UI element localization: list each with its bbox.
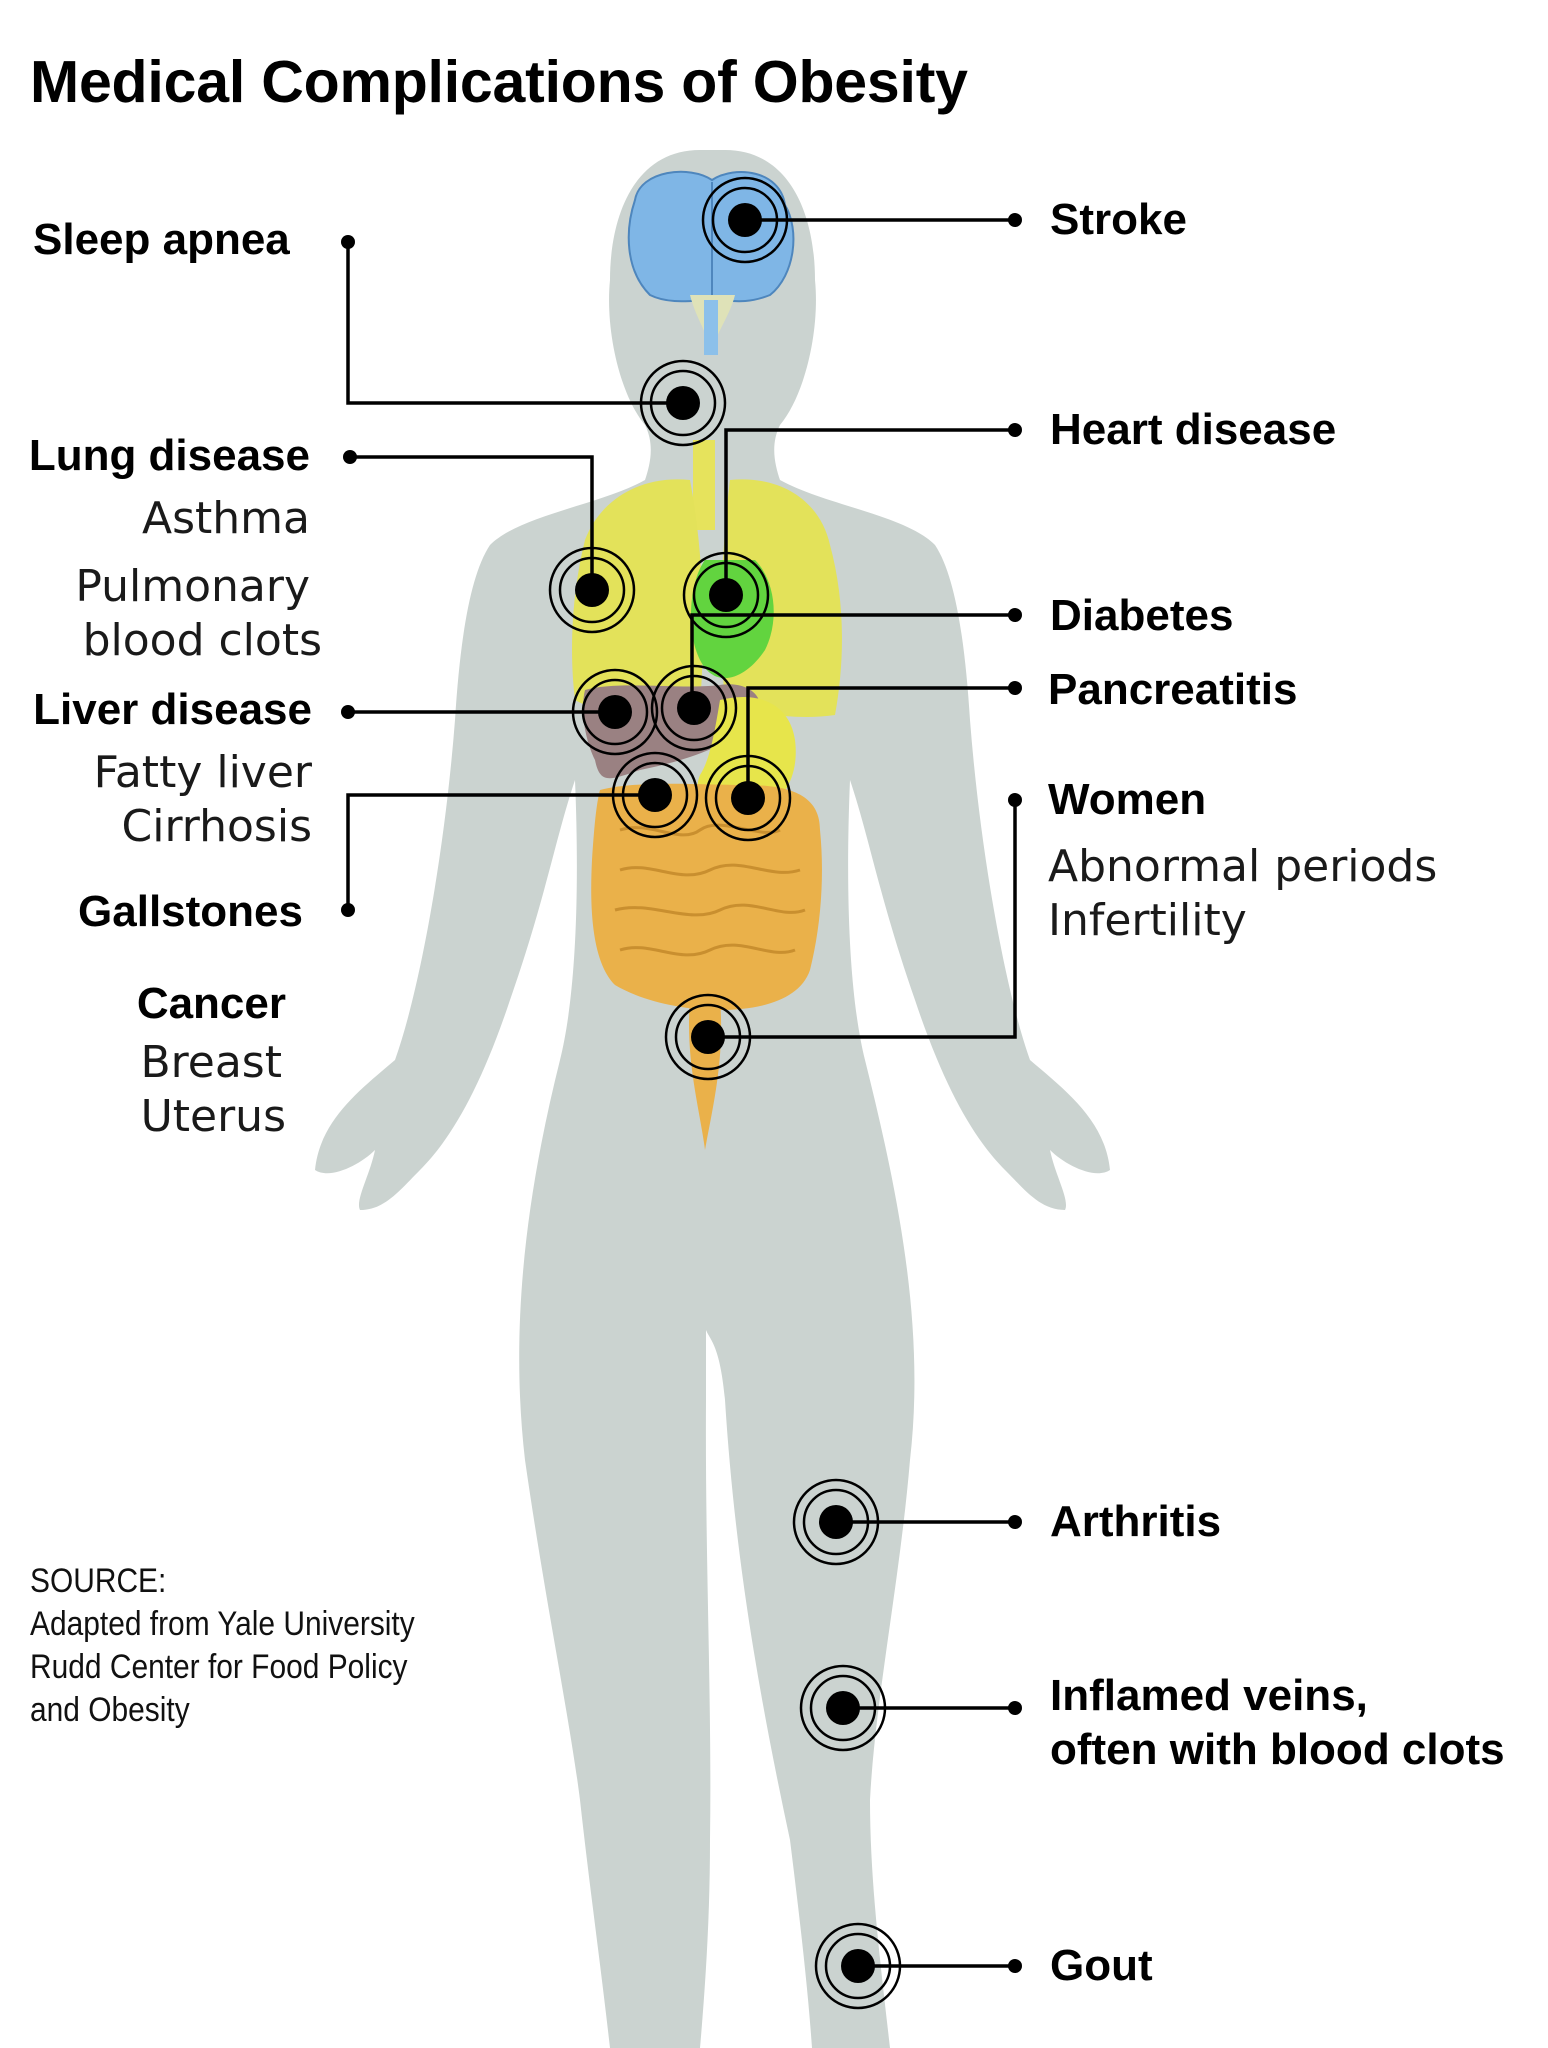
marker-arthritis: [792, 1478, 880, 1566]
connector-lines: [346, 218, 1017, 1968]
marker-veins: [799, 1664, 887, 1752]
marker-heart: [682, 551, 770, 639]
trachea: [693, 440, 715, 530]
source-line-3: Rudd Center for Food Policy: [30, 1648, 408, 1686]
marker-stroke: [701, 176, 789, 264]
label-inflamed-veins-line1: Inflamed veins,: [1050, 1671, 1368, 1720]
label-cancer-sub-breast: Breast: [140, 1037, 282, 1088]
label-liver-sub-fatty: Fatty liver: [93, 747, 312, 798]
page-title: Medical Complications of Obesity: [30, 49, 968, 115]
label-diabetes: Diabetes: [1050, 591, 1234, 640]
label-gout: Gout: [1050, 1941, 1153, 1990]
label-liver-sub-cirrhosis: Cirrhosis: [121, 801, 312, 852]
source-line-1: SOURCE:: [30, 1562, 167, 1600]
label-sleep-apnea: Sleep apnea: [33, 215, 290, 264]
label-women-sub-infertility: Infertility: [1048, 895, 1247, 946]
label-heart-disease: Heart disease: [1050, 405, 1337, 454]
label-women: Women: [1048, 775, 1207, 824]
label-women-sub-periods: Abnormal periods: [1048, 841, 1438, 892]
marker-liver: [571, 668, 659, 756]
label-gallstones: Gallstones: [78, 887, 303, 936]
source-line-2: Adapted from Yale University: [30, 1605, 415, 1643]
source-note: SOURCE: Adapted from Yale University Rud…: [30, 1560, 415, 1732]
label-lung-sub-pulmonary: Pulmonary: [75, 561, 310, 612]
line-women: [708, 805, 1017, 1039]
label-inflamed-veins-line2: often with blood clots: [1050, 1725, 1505, 1774]
marker-pancreas: [704, 754, 792, 842]
label-stroke: Stroke: [1050, 195, 1187, 244]
marker-gallstones: [611, 751, 699, 839]
brain: [627, 170, 795, 355]
marker-sleep-apnea: [639, 359, 727, 447]
endpoint-dots: [341, 213, 1022, 1973]
marker-uterus: [664, 993, 752, 1081]
label-pancreatitis: Pancreatitis: [1048, 665, 1298, 714]
label-lung-disease: Lung disease: [28, 431, 310, 480]
label-cancer-sub-uterus: Uterus: [140, 1091, 286, 1142]
marker-lung: [548, 546, 636, 634]
source-line-4: and Obesity: [30, 1691, 190, 1729]
label-lung-sub-blood-clots: blood clots: [82, 615, 322, 666]
line-sleep-apnea: [346, 242, 678, 405]
line-heart-disease: [724, 428, 1010, 592]
marker-gout: [814, 1922, 902, 2010]
marker-diabetes: [650, 664, 738, 752]
label-arthritis: Arthritis: [1050, 1497, 1222, 1546]
line-gallstones: [346, 793, 655, 910]
target-markers: [548, 176, 902, 2010]
line-diabetes: [690, 613, 1010, 702]
line-lung-disease: [350, 455, 594, 585]
label-liver-disease: Liver disease: [33, 685, 312, 734]
label-cancer: Cancer: [136, 979, 286, 1028]
line-pancreatitis: [746, 686, 1010, 795]
label-lung-sub-asthma: Asthma: [142, 493, 310, 544]
